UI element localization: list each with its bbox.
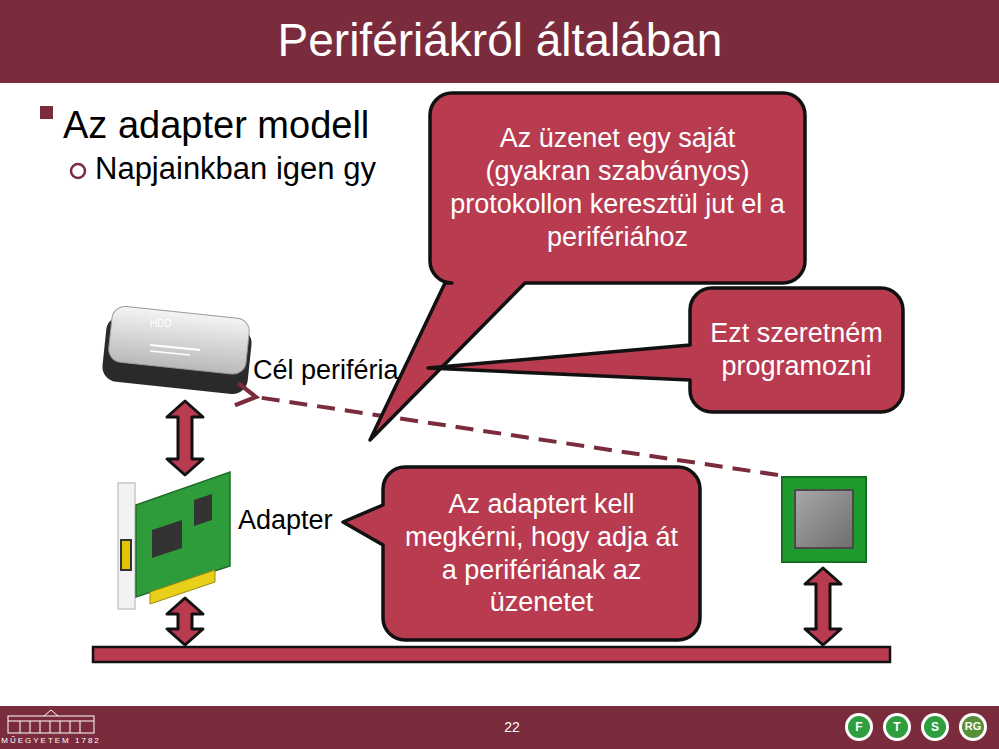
logo-letter: RG — [965, 720, 982, 733]
hdd-mark: HDD — [150, 318, 172, 330]
speech-callout: Az adaptert kell megkérni, hogy adja át … — [383, 467, 700, 640]
double-arrow — [167, 401, 203, 475]
institute-logos — [845, 713, 987, 741]
logo-letter: S — [931, 720, 939, 734]
system-bus — [93, 647, 890, 662]
callout-shape — [690, 288, 903, 412]
node-label: Adapter — [238, 504, 333, 536]
callout-outline — [428, 288, 903, 412]
cpu-chip — [782, 477, 866, 562]
callout-text: Az adaptert kell megkérni, hogy adja át … — [383, 480, 700, 628]
node-label: Cél periféria — [253, 354, 399, 386]
bus-arrow — [167, 598, 203, 645]
bullet-text: Az adapter modell — [63, 103, 369, 149]
sub-bullet-text: Napjainkban igen gy — [95, 150, 376, 187]
logo-letter: F — [855, 720, 862, 734]
target-peripheral: Cél periféria — [108, 308, 262, 398]
callout-outline — [343, 467, 700, 640]
footer-bar — [0, 706, 999, 749]
callout-text: Az üzenet egy saját (gyakran szabványos)… — [430, 114, 805, 262]
bullet-square — [40, 106, 53, 119]
logo-letter: T — [893, 720, 900, 734]
adapter-card — [118, 472, 230, 609]
callout-shape — [430, 93, 805, 283]
logo-text: MŰEGYETEM 1782 — [1, 736, 101, 746]
title-bar — [0, 0, 999, 83]
speech-callout: Ezt szeretném programozni — [690, 288, 903, 412]
adapter-box: Adapter — [128, 478, 242, 603]
bullet-circle — [71, 164, 85, 178]
page-number: 22 — [504, 719, 520, 736]
callout-text: Ezt szeretném programozni — [690, 309, 903, 391]
university-logo — [8, 710, 94, 733]
hdd-icon — [101, 305, 253, 395]
slide-title: Perifériákról általában — [278, 13, 723, 68]
speech-callout: Az üzenet egy saját (gyakran szabványos)… — [430, 93, 805, 283]
bus-arrow — [805, 568, 841, 645]
